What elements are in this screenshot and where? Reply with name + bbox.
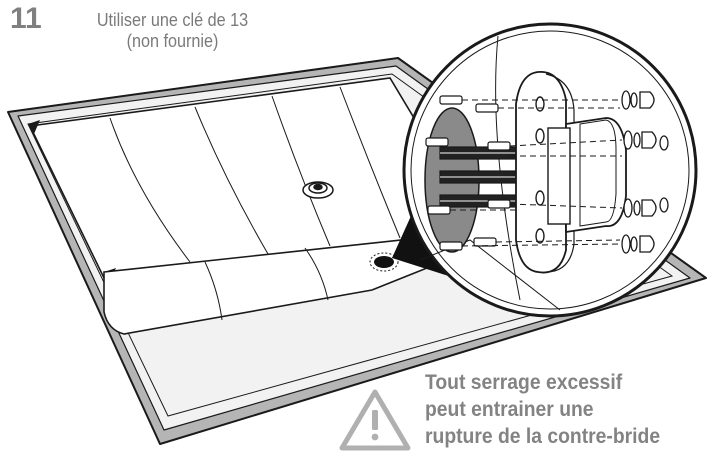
panel-divisions: [109, 86, 401, 263]
detail-magnifier-inner: [410, 30, 690, 310]
center-tube-face: [579, 119, 617, 227]
warning-line2: peut entrainer une: [425, 397, 594, 421]
assembly-guide-lines: [450, 99, 623, 247]
warning-line1: Tout serrage excessif: [425, 371, 623, 394]
warning-text: Tout serrage excessif peut entrainer une…: [425, 370, 692, 451]
warning-line3: rupture de la contre-bride: [425, 424, 661, 448]
corner-accent-left: [28, 120, 40, 134]
step-number: 11: [10, 2, 42, 35]
washers-and-nuts: [621, 90, 669, 254]
warning-triangle-icon: [339, 389, 411, 451]
center-tube-block: [547, 127, 571, 225]
step-instruction-line2: (non fournie): [126, 31, 219, 52]
mounting-hole-ring: [369, 252, 399, 272]
step-instruction-line1: Utiliser une clé de 13: [96, 10, 249, 30]
rail-divisions: [204, 247, 329, 321]
step-instruction: Utiliser une clé de 13 (non fournie): [78, 10, 267, 52]
center-knob: [302, 181, 334, 199]
mounting-hole: [374, 256, 394, 268]
